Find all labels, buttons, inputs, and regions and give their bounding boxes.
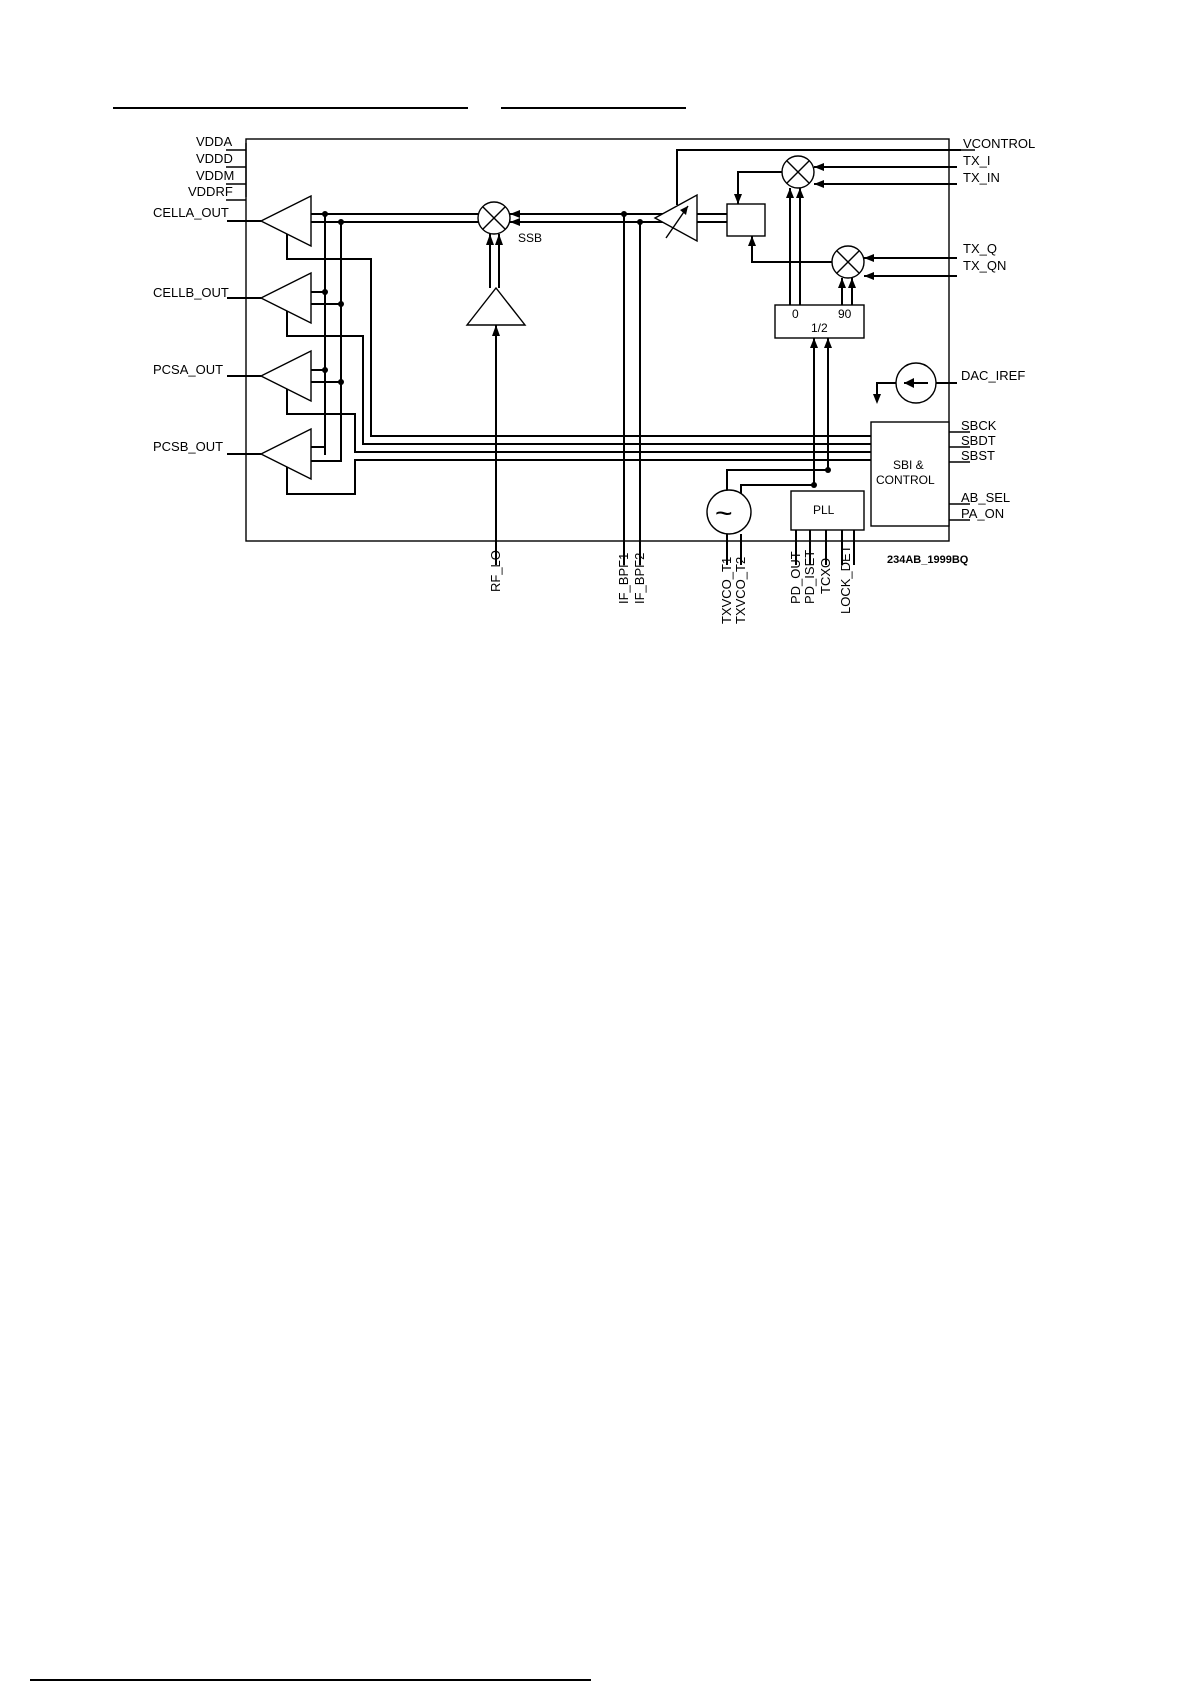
pin-dac-iref: DAC_IREF bbox=[961, 368, 1025, 383]
pin-rf-lo: RF_LO bbox=[488, 550, 503, 592]
amp-control-lines bbox=[287, 234, 871, 494]
lo-amplifier bbox=[467, 234, 525, 565]
pin-txvco-t2: TXVCO_T2 bbox=[733, 557, 748, 624]
pin-pcsb-out: PCSB_OUT bbox=[153, 439, 223, 454]
pin-tx-q: TX_Q bbox=[963, 241, 997, 256]
pin-vddd: VDDD bbox=[196, 151, 233, 166]
if-bus bbox=[510, 210, 663, 565]
vco-tilde: ~ bbox=[715, 497, 733, 530]
tx-i-mixer bbox=[734, 156, 957, 204]
output-amplifiers bbox=[227, 196, 311, 479]
pin-if-bpf2: IF_BPF2 bbox=[632, 553, 647, 604]
pin-tx-qn: TX_QN bbox=[963, 258, 1006, 273]
pin-tcxo: TCXO bbox=[818, 558, 833, 594]
pin-pcsa-out: PCSA_OUT bbox=[153, 362, 223, 377]
sbi-label-line2: CONTROL bbox=[876, 473, 935, 487]
pin-pa-on: PA_ON bbox=[961, 506, 1004, 521]
tx-q-mixer bbox=[748, 236, 957, 280]
pin-txvco-t1: TXVCO_T1 bbox=[719, 557, 734, 624]
pin-lock-det: LOCK_DET bbox=[838, 545, 853, 614]
pin-pd-out: PD_OUT bbox=[788, 551, 803, 604]
pin-sbdt: SBDT bbox=[961, 433, 996, 448]
combiner-box bbox=[727, 204, 765, 236]
ssb-label: SSB bbox=[518, 231, 542, 245]
pin-pd-iset: PD_ISET bbox=[802, 550, 817, 604]
pin-sbck: SBCK bbox=[961, 418, 997, 433]
pin-vdda: VDDA bbox=[196, 134, 232, 149]
sbi-label-line1: SBI & bbox=[893, 458, 924, 472]
figure-id: 234AB_1999BQ bbox=[887, 554, 969, 566]
pin-sbst: SBST bbox=[961, 448, 995, 463]
pin-vddm: VDDM bbox=[196, 168, 234, 183]
pin-tx-in: TX_IN bbox=[963, 170, 1000, 185]
divider-ratio-label: 1/2 bbox=[811, 321, 828, 335]
dac-iref-source bbox=[873, 363, 957, 404]
pin-ab-sel: AB_SEL bbox=[961, 490, 1010, 505]
pin-cellb-out: CELLB_OUT bbox=[153, 285, 229, 300]
pin-tx-i: TX_I bbox=[963, 153, 990, 168]
pin-vcontrol: VCONTROL bbox=[963, 136, 1035, 151]
pin-if-bpf1: IF_BPF1 bbox=[616, 553, 631, 604]
pll-label: PLL bbox=[813, 503, 835, 517]
divider-zero-label: 0 bbox=[792, 307, 799, 321]
divider-ninety-label: 90 bbox=[838, 307, 852, 321]
pin-vddrf: VDDRF bbox=[188, 184, 233, 199]
pin-cella-out: CELLA_OUT bbox=[153, 205, 229, 220]
chip-outline bbox=[246, 139, 949, 541]
ssb-mixer bbox=[478, 202, 510, 234]
